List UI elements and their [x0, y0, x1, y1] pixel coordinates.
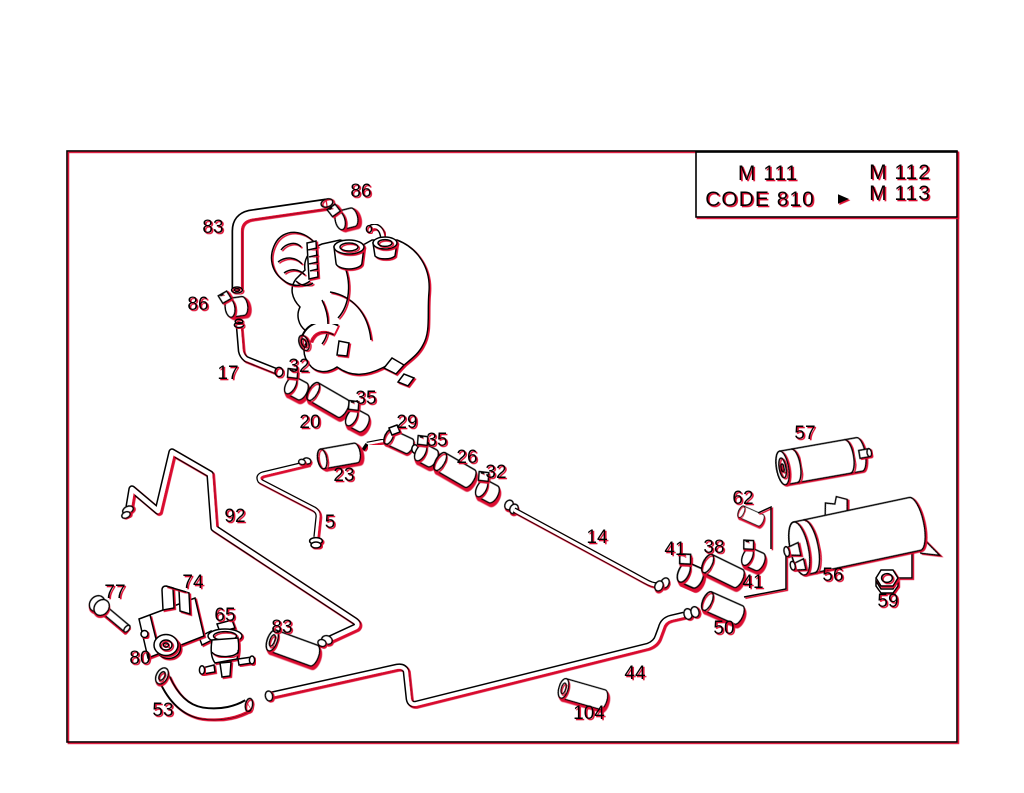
pipe-14 [504, 499, 670, 592]
engine-code-left-2: CODE 810 [705, 188, 815, 211]
part-label-86: 86 [350, 181, 371, 202]
part-label-65: 65 [214, 605, 235, 626]
part-label-86: 86 [187, 294, 208, 315]
purge-valve-65 [198, 619, 256, 678]
part-label-57: 57 [794, 423, 815, 444]
part-label-23: 23 [333, 465, 354, 486]
code-table-box [695, 151, 958, 218]
part-label-83: 83 [271, 617, 292, 638]
part-label-5: 5 [325, 512, 336, 533]
part-label-17: 17 [217, 363, 238, 384]
part-label-35: 35 [355, 388, 376, 409]
part-label-41: 41 [664, 539, 685, 560]
code-table: M 111 CODE 810 M 112 M 113 [695, 151, 958, 218]
nut-80 [153, 633, 182, 660]
part-label-59: 59 [877, 591, 898, 612]
part-label-62: 62 [732, 488, 753, 509]
part-label-44: 44 [624, 663, 646, 684]
part-label-77: 77 [104, 582, 125, 603]
part-label-14: 14 [586, 527, 608, 548]
part-label-53: 53 [152, 700, 173, 721]
part-label-41: 41 [742, 572, 763, 593]
engine-code-right-1: M 112 [869, 161, 931, 184]
canister-assembly [218, 198, 430, 387]
damper-29 [361, 424, 419, 455]
pipe-92 [121, 448, 361, 648]
border-frame [66, 150, 958, 743]
engine-code-right-2: M 113 [869, 182, 931, 205]
part-label-74: 74 [182, 572, 204, 593]
canister-body [270, 223, 430, 387]
part-label-50: 50 [713, 618, 734, 639]
part-label-92: 92 [224, 506, 245, 527]
vapor-line-chain [277, 365, 670, 592]
hose-53 [154, 667, 254, 721]
nut-59 [875, 569, 899, 594]
part-label-104: 104 [573, 703, 605, 724]
lower-lines-group [88, 442, 700, 721]
canister-spout [298, 320, 339, 352]
part-label-29: 29 [396, 412, 417, 433]
leader-59 [897, 543, 913, 579]
clamp-41-b [735, 537, 771, 573]
leader-62 [757, 505, 772, 549]
engine-code-left-1: M 111 [738, 162, 798, 185]
part-label-20: 20 [299, 412, 320, 433]
pipe-44 [264, 605, 700, 708]
leader-50 [743, 546, 787, 598]
part-label-32: 32 [288, 356, 309, 377]
part-label-56: 56 [822, 565, 843, 586]
pipe-5 [256, 457, 324, 549]
canister-port-right [365, 223, 398, 260]
code-arrow-head [838, 194, 849, 204]
pipe-17 [233, 318, 284, 378]
hose-38 [699, 553, 746, 590]
fuel-pump-56 [783, 495, 942, 576]
part-label-26: 26 [456, 447, 477, 468]
pump-filter-group [669, 436, 942, 626]
canister-port-left [333, 239, 365, 270]
part-label-83: 83 [202, 217, 223, 238]
part-label-80: 80 [129, 648, 150, 669]
bolt-77 [88, 594, 131, 633]
part-label-32: 32 [485, 462, 506, 483]
part-label-38: 38 [703, 537, 724, 558]
fuel-filter-57 [775, 436, 873, 486]
part-label-35: 35 [426, 430, 447, 451]
hose-83-top [230, 198, 334, 294]
